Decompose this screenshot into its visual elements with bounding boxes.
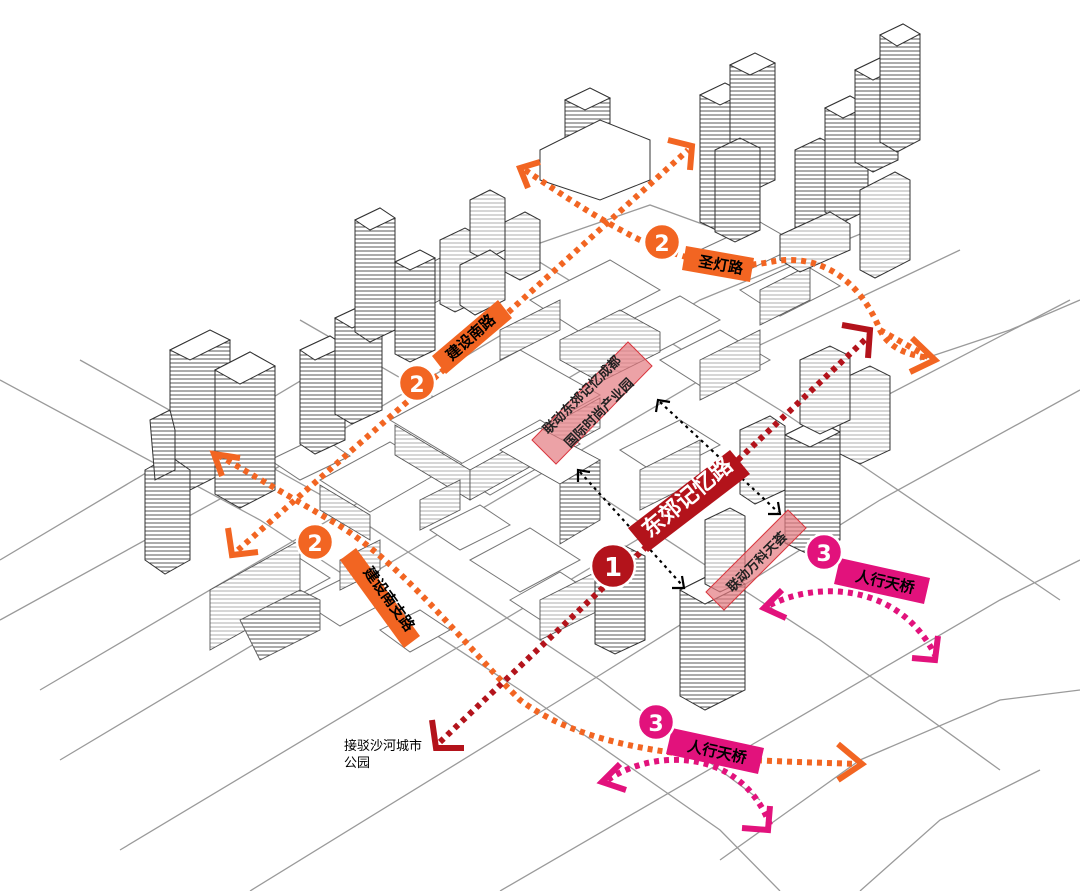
- route-bridge-lower: [606, 756, 773, 827]
- route-2-shengdeng-number: 2: [654, 232, 669, 257]
- link-arrowheads: [576, 398, 782, 590]
- tower-small-cluster: [439, 189, 541, 316]
- tower-top-right: [779, 23, 922, 279]
- tower-left-cluster: [144, 329, 277, 575]
- route-1-path: [437, 332, 873, 745]
- link-arrow-lower: [579, 471, 683, 586]
- route-3-upper-number: 3: [816, 542, 831, 567]
- route-3-upper-badge: [804, 532, 844, 572]
- link-arrow-upper: [659, 401, 779, 513]
- tower-right-side: [739, 345, 891, 556]
- link-arrows: [579, 401, 779, 586]
- route-2-shengdeng-label[interactable]: 圣灯路 2: [642, 222, 754, 282]
- route-bridge-upper: [768, 588, 938, 657]
- park-annotation: 接驳沙河城市 公园: [344, 738, 422, 771]
- route-2-jianshenan-name: 建设南路: [442, 310, 499, 364]
- route-1-number: 1: [604, 553, 622, 583]
- route-3-paths: [606, 588, 938, 827]
- route-2-arrowheads: [209, 137, 941, 783]
- route-2-jianshenan-badge: [397, 363, 437, 403]
- park-label-line1: 接驳沙河城市: [344, 738, 422, 754]
- route-3-lower-number: 3: [648, 712, 663, 737]
- route-2-jianshenan-number: 2: [409, 373, 424, 398]
- route-2-jianshenanzhi-badge: [295, 522, 335, 562]
- route-3-upper-label[interactable]: 人行天桥 3: [804, 532, 930, 604]
- park-label-line2: 公园: [344, 756, 370, 771]
- tower-mid-left: [298, 207, 437, 455]
- route-3-arrowheads: [596, 587, 941, 834]
- towers: [144, 23, 922, 711]
- route-2-jianshenanzhi-number: 2: [307, 532, 322, 557]
- route-1-arrowheads: [429, 322, 874, 751]
- route-2-shengdeng-badge: [642, 222, 682, 262]
- route-3-lower-badge: [636, 702, 676, 742]
- route-3-lower-label[interactable]: 人行天桥 3: [636, 702, 764, 774]
- tower-top-center: [539, 52, 777, 243]
- route-1-badge: [589, 542, 637, 590]
- route-jianshe-nanzhi: [216, 452, 861, 767]
